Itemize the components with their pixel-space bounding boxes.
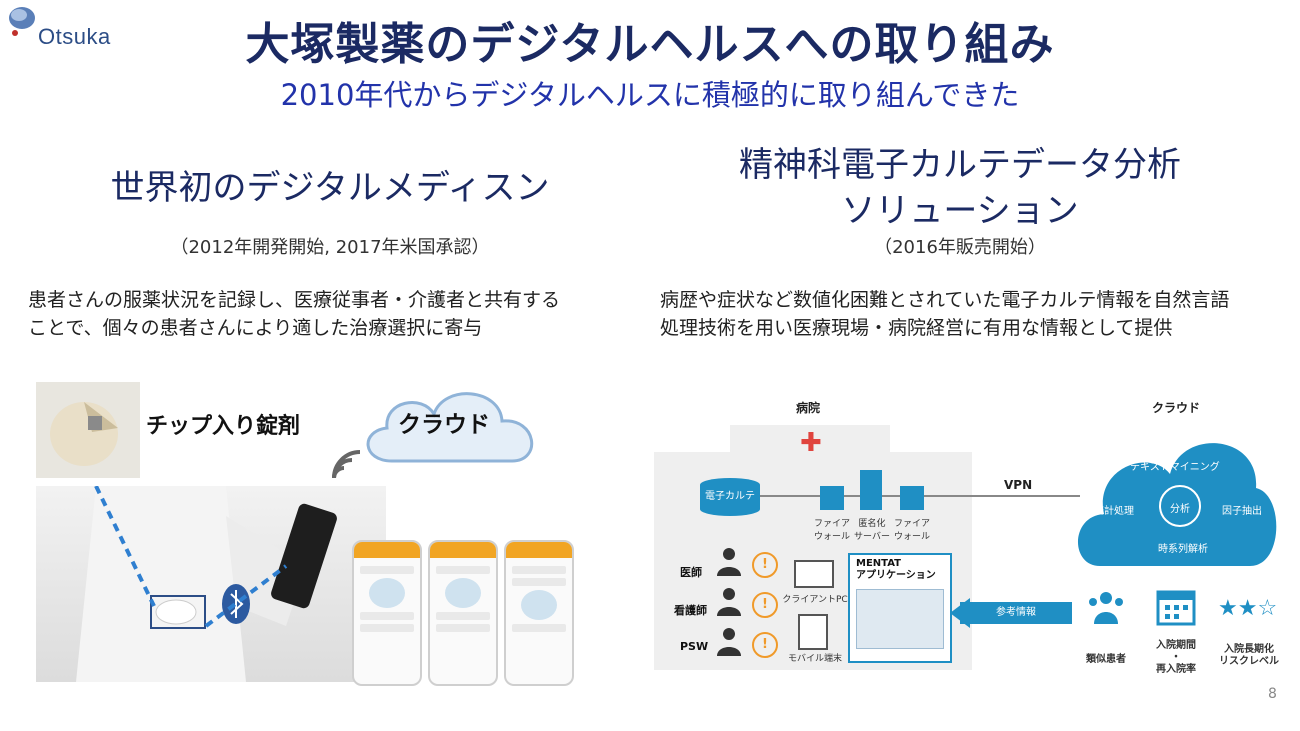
left-dates: （2012年開発開始, 2017年米国承認） [170, 237, 490, 258]
patient-photo [36, 486, 386, 682]
slide-subtitle: 2010年代からデジタルヘルスに積極的に取り組んできた [280, 78, 1020, 112]
mobile-icon [798, 614, 828, 650]
app-screen-1 [352, 540, 422, 686]
page-number: 8 [1268, 686, 1277, 702]
risk-label-line1: 入院長期化 [1224, 644, 1274, 655]
wireless-signal-icon [332, 450, 361, 479]
chip-pill-label: チップ入り錠剤 [146, 414, 301, 439]
right-dates: （2016年販売開始） [874, 237, 1046, 258]
mentat-app-box: MENTAT アプリケーション [848, 553, 952, 663]
cloud-diagram-label: クラウド [1152, 401, 1201, 415]
app-screen-3 [504, 540, 574, 686]
alert-icon-2: ! [752, 592, 778, 618]
emr-database-icon: 電子カルテ [700, 478, 760, 516]
stay-label-line3: 再入院率 [1156, 664, 1196, 675]
firewall-icon-1 [820, 486, 844, 510]
hospital-label: 病院 [796, 401, 821, 415]
otsuka-logo-icon [9, 7, 35, 36]
stay-label: 入院期間 ・ 再入院率 [1146, 640, 1206, 676]
risk-label-line2: リスクレベル [1219, 656, 1279, 667]
mentat-screen [856, 589, 944, 649]
right-body-line2: 処理技術を用い医療現場・病院経営に有用な情報として提供 [660, 317, 1173, 339]
psw-icon [717, 628, 741, 656]
slide-title: 大塚製薬のデジタルヘルスへの取り組み [245, 19, 1055, 70]
right-heading-line1: 精神科電子カルテデータ分析 [739, 145, 1181, 185]
reference-info-arrow: 参考情報 [960, 602, 1072, 624]
anon-server-label: 匿名化 サーバー [854, 519, 890, 542]
analysis-label: 分析 [1170, 504, 1190, 515]
chip-pill-photo [36, 382, 140, 478]
pill-icon [50, 402, 118, 466]
alert-icon-1: ! [752, 552, 778, 578]
cloud-label: クラウド [398, 412, 490, 438]
firewall-icon-2 [900, 486, 924, 510]
alert-icon-3: ! [752, 632, 778, 658]
client-pc-icon [794, 560, 834, 588]
firewall-label-1: ファイア ウォール [813, 519, 850, 542]
similar-patients-icon [1089, 592, 1123, 624]
analysis-cloud-icon [1077, 443, 1277, 566]
stats-label: 統計処理 [1094, 506, 1134, 517]
mentat-title-line1: MENTAT [856, 558, 901, 569]
factor-label: 因子抽出 [1222, 506, 1262, 517]
calendar-icon [1156, 590, 1196, 626]
mentat-title-line2: アプリケーション [856, 570, 936, 581]
risk-label: 入院長期化 リスクレベル [1212, 644, 1286, 668]
doctor-icon [717, 548, 741, 576]
right-heading-line2: ソリューション [841, 191, 1079, 231]
mentat-title: MENTAT アプリケーション [850, 555, 950, 585]
stay-label-line2: ・ [1171, 652, 1181, 663]
role-psw: PSW [680, 640, 709, 653]
hospital-roof [730, 425, 890, 455]
text-mining-label: テキストマイニング [1130, 462, 1220, 473]
right-body-line1: 病歴や症状など数値化困難とされていた電子カルテ情報を自然言語 [660, 289, 1230, 311]
role-nurse: 看護師 [674, 604, 707, 617]
vpn-label: VPN [1004, 478, 1033, 492]
mobile-label: モバイル端末 [787, 654, 842, 664]
right-heading: 精神科電子カルテデータ分析 ソリューション [660, 142, 1260, 234]
hospital-cross-icon: ✚ [800, 428, 822, 458]
role-doctor: 医師 [680, 566, 702, 579]
logo-text: Otsuka [38, 24, 111, 49]
left-body: 患者さんの服薬状況を記録し、医療従事者・介護者と共有する ことで、個々の患者さん… [28, 286, 628, 342]
cloud-icon [366, 392, 534, 463]
stay-label-line1: 入院期間 [1156, 640, 1196, 651]
firewall-label-2: ファイア ウォール [893, 519, 930, 542]
left-heading: 世界初のデジタルメディスン [110, 168, 550, 208]
risk-stars-icon: ★★☆ [1218, 596, 1278, 621]
similar-patients-label: 類似患者 [1086, 654, 1126, 665]
app-screen-2 [428, 540, 498, 686]
anon-server-icon [860, 470, 882, 510]
left-body-line1: 患者さんの服薬状況を記録し、医療従事者・介護者と共有する [28, 289, 561, 311]
client-pc-label: クライアントPC [782, 595, 848, 605]
nurse-icon [717, 588, 741, 616]
right-body: 病歴や症状など数値化困難とされていた電子カルテ情報を自然言語 処理技術を用い医療… [660, 286, 1290, 342]
timeseries-label: 時系列解析 [1158, 544, 1208, 555]
left-body-line2: ことで、個々の患者さんにより適した治療選択に寄与 [28, 317, 483, 339]
patient-illustration [76, 486, 337, 682]
